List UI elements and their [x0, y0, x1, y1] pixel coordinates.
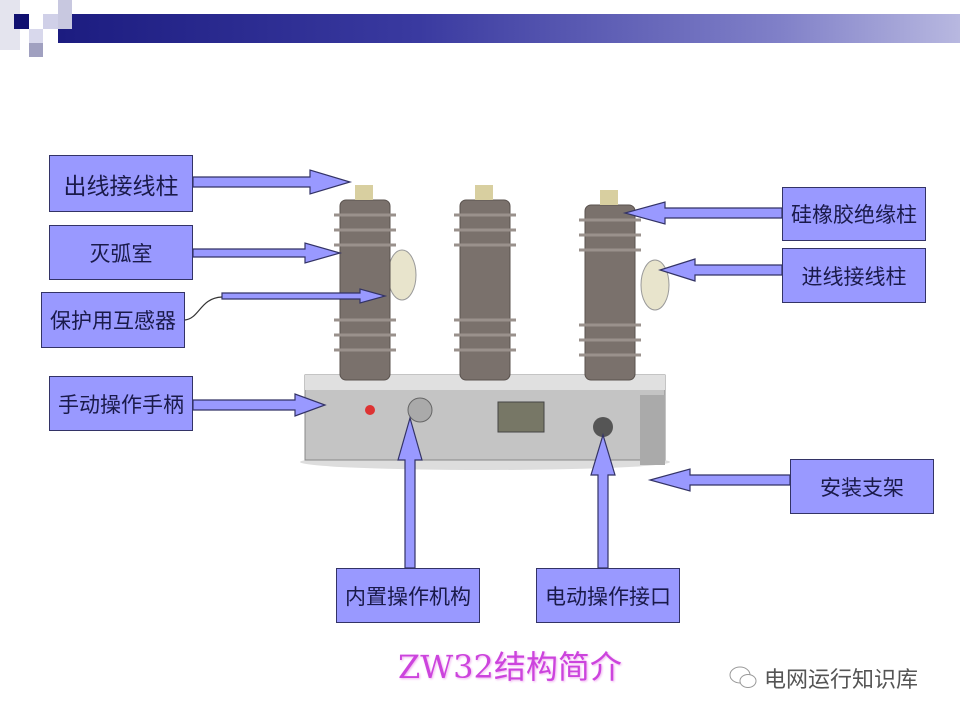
decor-square [58, 0, 72, 29]
wechat-icon [729, 666, 757, 688]
decor-square [29, 29, 43, 43]
watermark-text: 电网运行知识库 [764, 668, 919, 693]
label-outgoing-terminal: 出线接线柱 [49, 155, 193, 212]
label-manual-handle: 手动操作手柄 [49, 376, 193, 431]
arrow-silicone-insulator [622, 201, 783, 225]
decor-square [14, 14, 29, 29]
arrow-mounting-bracket [647, 468, 791, 492]
leader-line [184, 296, 223, 321]
arrow-electric-interface [590, 432, 616, 569]
arrow-protection-ct [221, 288, 388, 304]
arrow-internal-mechanism [397, 415, 423, 569]
label-protection-ct: 保护用互感器 [41, 292, 185, 348]
circuit-breaker-image [300, 185, 670, 470]
decor-square [29, 43, 43, 57]
watermark: 电网运行知识库 [728, 662, 918, 694]
arrow-incoming-terminal [657, 258, 783, 282]
label-incoming-terminal: 进线接线柱 [782, 248, 926, 303]
label-silicone-insulator: 硅橡胶绝缘柱 [782, 187, 926, 241]
label-mounting-bracket: 安装支架 [790, 459, 934, 514]
arrow-arc-chamber [192, 242, 343, 264]
arrow-manual-handle [192, 393, 327, 417]
header-band [58, 14, 960, 43]
label-internal-mechanism: 内置操作机构 [336, 568, 480, 623]
label-electric-interface: 电动操作接口 [536, 568, 680, 623]
decor-square [0, 0, 20, 50]
label-arc-chamber: 灭弧室 [49, 225, 193, 280]
slide-title: ZW32结构简介 [398, 648, 622, 686]
arrow-outgoing-terminal [192, 169, 353, 195]
